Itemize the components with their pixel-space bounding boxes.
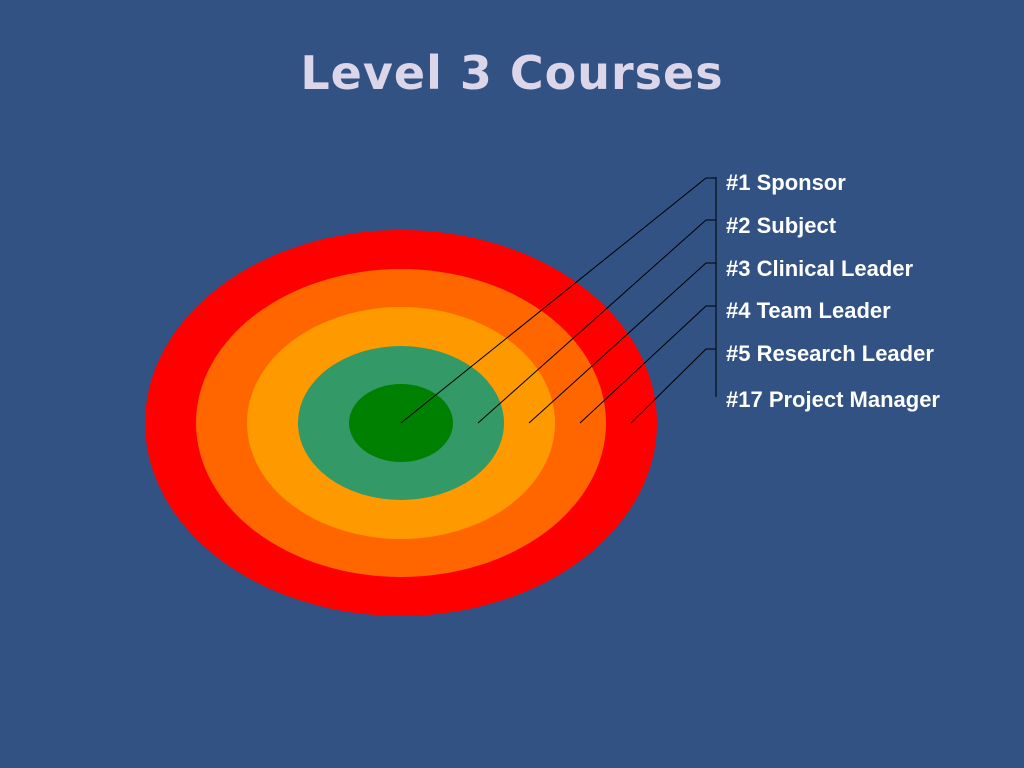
- leader-line-subject: [477, 219, 707, 424]
- label-subject: #2 Subject: [726, 213, 837, 238]
- label-project-manager: #17 Project Manager: [726, 387, 940, 412]
- label-team-leader: #4 Team Leader: [726, 298, 891, 323]
- label-clinical-leader: #3 Clinical Leader: [726, 256, 914, 281]
- leader-line-research-leader: [630, 348, 707, 424]
- label-research-leader: #5 Research Leader: [726, 341, 934, 366]
- leader-line-clinical-leader: [528, 262, 707, 424]
- leader-lines: [400, 177, 717, 424]
- leader-line-team-leader: [579, 305, 707, 424]
- label-sponsor: #1 Sponsor: [726, 170, 846, 195]
- leader-line-sponsor: [400, 177, 707, 424]
- slide-title: Level 3 Courses: [300, 46, 724, 100]
